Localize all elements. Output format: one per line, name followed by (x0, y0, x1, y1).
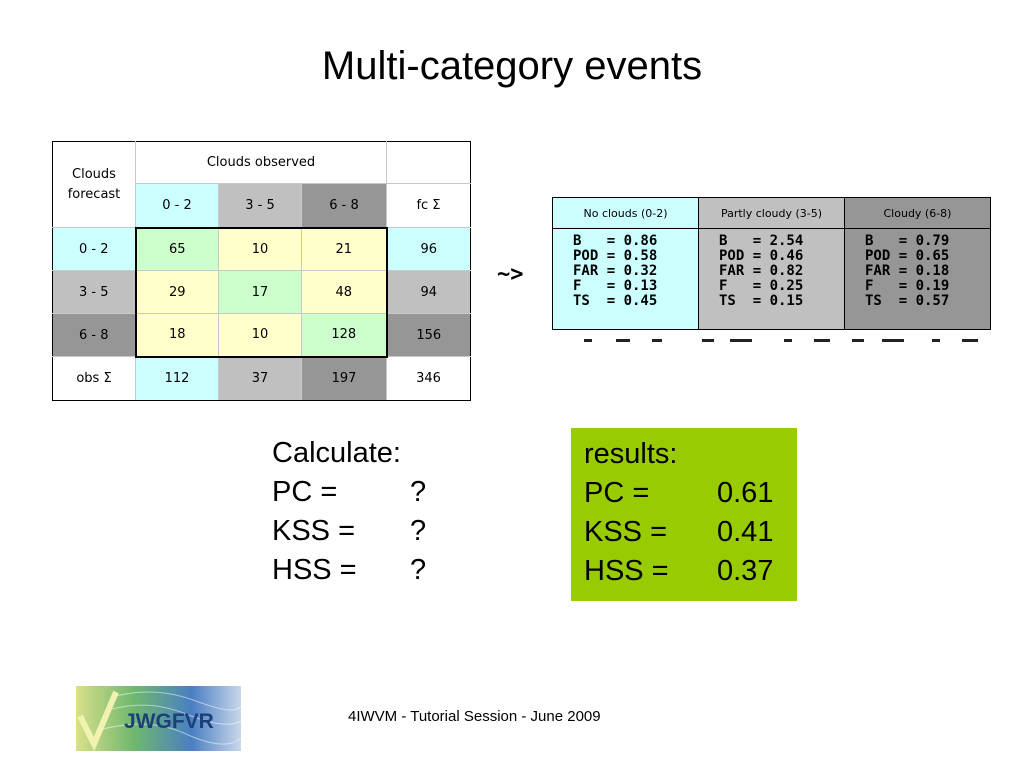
results-box: results: PC = 0.61 KSS = 0.41 HSS = 0.37 (571, 428, 797, 601)
results-row-hss: HSS = 0.37 (584, 552, 797, 591)
cell-0-1: 10 (218, 226, 302, 271)
cell-2-1: 10 (218, 313, 302, 358)
obs-total-label: obs Σ (52, 356, 136, 401)
results-row-kss: KSS = 0.41 (584, 513, 797, 552)
row-label-0: 0 - 2 (52, 227, 136, 271)
calculate-label-pc: PC = (272, 476, 338, 508)
scores-header-partly-cloudy: Partly cloudy (3-5) (698, 197, 845, 229)
scores-partly-cloudy: B = 2.54 POD = 0.46 FAR = 0.82 F = 0.25 … (719, 233, 804, 309)
calculate-label-hss: HSS = (272, 554, 357, 586)
calculate-row-kss: KSS = ? (272, 512, 426, 551)
scores-cloudy: B = 0.79 POD = 0.65 FAR = 0.18 F = 0.19 … (865, 233, 950, 309)
row-label-1: 3 - 5 (52, 270, 136, 314)
calculate-heading: Calculate: (272, 437, 401, 469)
jwgfvr-logo: JWGFVR (76, 686, 241, 751)
col-header-0: 0 - 2 (135, 183, 219, 228)
results-label-pc: PC = (584, 477, 650, 509)
logo-graphic: JWGFVR (76, 686, 241, 751)
calculate-value-kss: ? (410, 515, 427, 547)
scores-no-clouds: B = 0.86 POD = 0.58 FAR = 0.32 F = 0.13 … (573, 233, 658, 309)
corner-label: Clouds forecast (52, 141, 136, 228)
scores-header-no-clouds: No clouds (0-2) (552, 197, 699, 229)
logo-text: JWGFVR (124, 710, 214, 733)
results-row-pc: PC = 0.61 (584, 474, 797, 513)
cell-0-0: 65 (134, 226, 219, 271)
calculate-row-pc: PC = ? (272, 473, 426, 512)
arrow-symbol: ~> (497, 262, 524, 287)
results-heading: results: (584, 438, 678, 470)
cropped-text-remnant (552, 336, 990, 344)
results-value-kss: 0.41 (717, 516, 774, 548)
cell-2-2: 128 (301, 313, 388, 358)
scores-header-cloudy: Cloudy (6-8) (844, 197, 991, 229)
slide-title: Multi-category events (321, 44, 703, 88)
row-total-0: 96 (386, 227, 471, 271)
calculate-label-kss: KSS = (272, 515, 356, 547)
results-label-hss: HSS = (584, 555, 669, 587)
calculate-value-hss: ? (410, 554, 427, 586)
cell-1-0: 29 (134, 270, 219, 314)
row-label-2: 6 - 8 (52, 313, 136, 357)
cell-1-1: 17 (218, 270, 302, 314)
calculate-value-pc: ? (410, 476, 427, 508)
obs-total-0: 112 (135, 356, 219, 401)
results-label-kss: KSS = (584, 516, 668, 548)
col-header-2: 6 - 8 (301, 183, 387, 228)
results-value-hss: 0.37 (717, 555, 774, 587)
cell-0-2: 21 (301, 226, 388, 271)
col-header-1: 3 - 5 (218, 183, 302, 228)
empty-header-cell (386, 141, 471, 184)
footer-text: 4IWVM - Tutorial Session - June 2009 (348, 708, 601, 725)
obs-total-2: 197 (301, 356, 387, 401)
cell-1-2: 48 (301, 270, 388, 314)
cell-2-0: 18 (134, 313, 219, 358)
calculate-block: Calculate: PC = ? KSS = ? HSS = ? (272, 434, 426, 590)
scores-table: No clouds (0-2) Partly cloudy (3-5) Clou… (552, 197, 991, 330)
results-value-pc: 0.61 (717, 477, 774, 509)
observed-header: Clouds observed (135, 141, 387, 184)
contingency-table: Clouds forecast Clouds observed 0 - 2 3 … (52, 141, 471, 401)
row-total-1: 94 (386, 270, 471, 314)
obs-total-1: 37 (218, 356, 302, 401)
row-total-2: 156 (386, 313, 471, 357)
calculate-row-hss: HSS = ? (272, 551, 426, 590)
fc-total-header: fc Σ (386, 183, 471, 228)
grand-total: 346 (386, 356, 471, 401)
